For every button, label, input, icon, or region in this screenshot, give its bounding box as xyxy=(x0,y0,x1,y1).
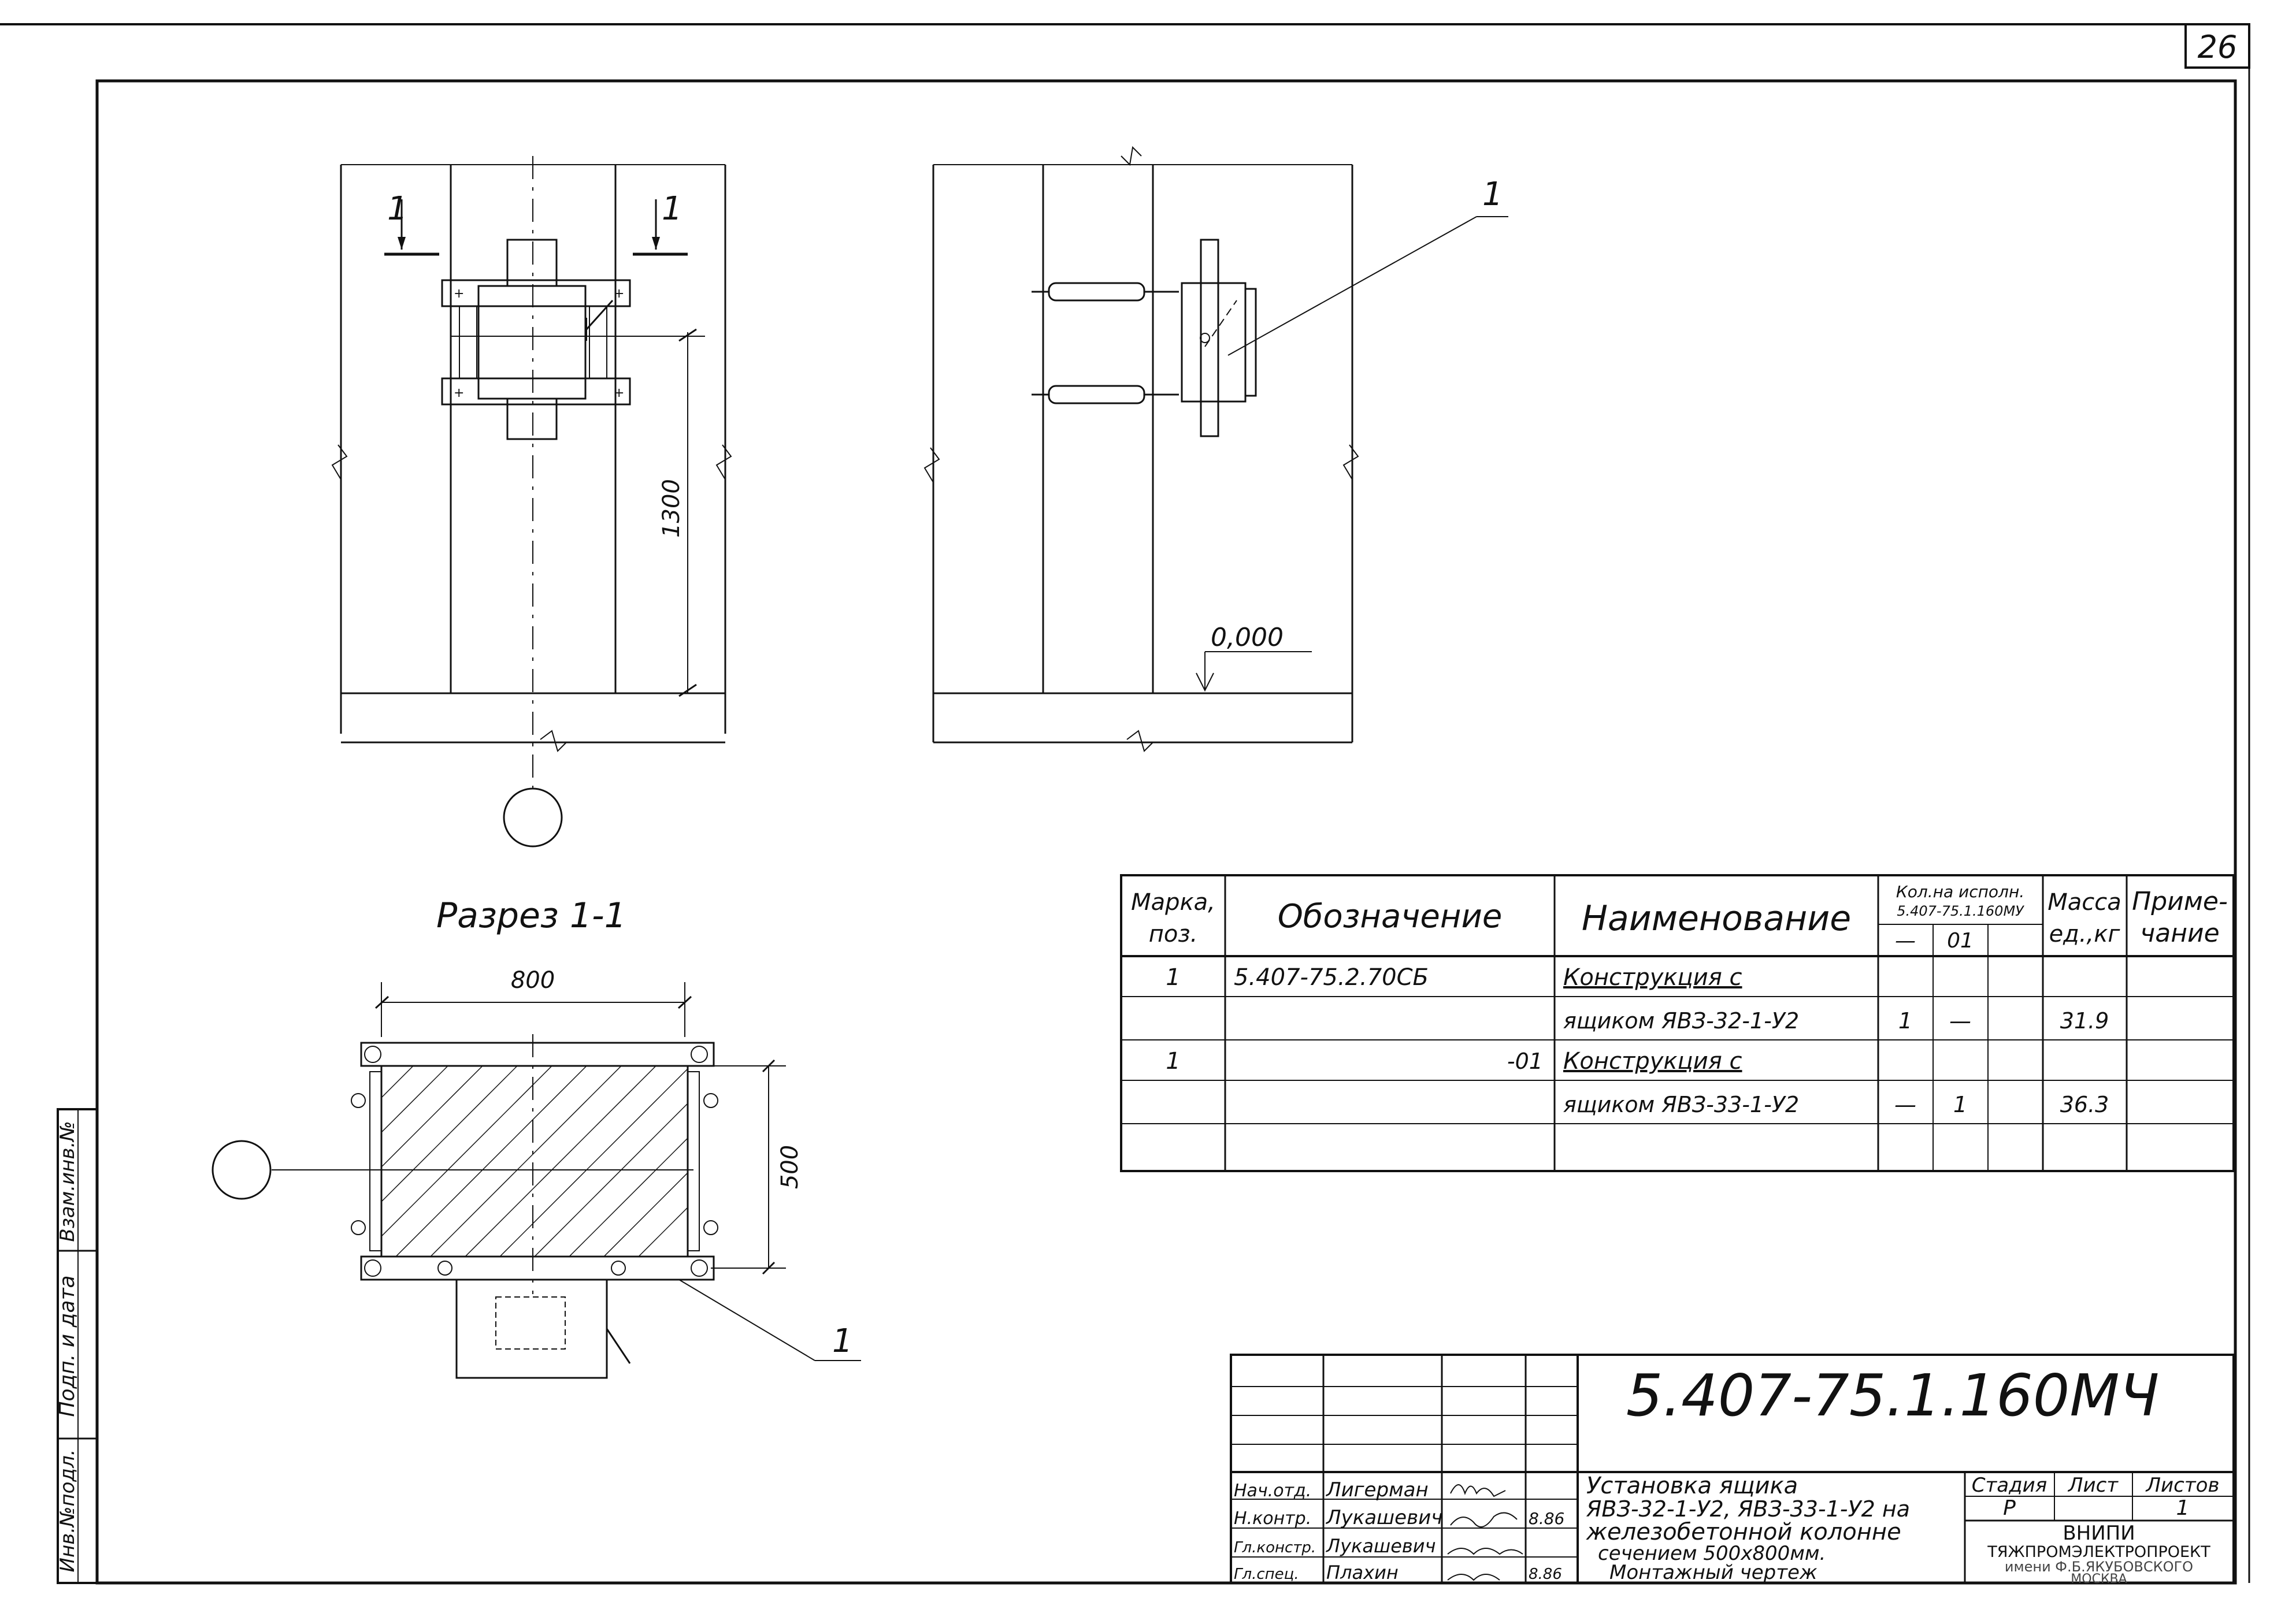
row-1-mark: 1 xyxy=(1166,964,1180,991)
section-title: Разрез 1-1 xyxy=(436,895,626,936)
side-stamp: Взам.инв.№ Подп. и дата Инв.№подл. xyxy=(55,1108,98,1584)
sig-date-2: 8.86 xyxy=(1529,1509,1564,1528)
sheet-header: Лист xyxy=(2067,1474,2119,1497)
signature-graphic xyxy=(1450,1512,1518,1527)
sig-name-3: Лукашевич xyxy=(1326,1535,1436,1557)
hdr-mass-2: ед.,кг xyxy=(2049,921,2121,947)
row-4-name: ящиком ЯВЗ-33-1-У2 xyxy=(1563,1092,1799,1117)
row-2-name: ящиком ЯВЗ-32-1-У2 xyxy=(1563,1008,1799,1034)
sheets-value: 1 xyxy=(2176,1496,2190,1520)
drawing-frame xyxy=(95,79,2237,1585)
hdr-designation: Обозначение xyxy=(1278,898,1503,935)
row-1-name: Конструкция с xyxy=(1563,964,1742,991)
org-line-1: ВНИПИ xyxy=(2063,1522,2135,1545)
title-line-1: Установка ящика xyxy=(1586,1473,1798,1499)
row-3-name: Конструкция с xyxy=(1563,1048,1742,1075)
cut-mark-left: 1 xyxy=(387,190,408,228)
hdr-qty-col-1: — xyxy=(1895,929,1916,953)
row-4-q2: 1 xyxy=(1953,1092,1967,1117)
signature-graphic xyxy=(1447,1548,1523,1555)
hdr-note-2: чание xyxy=(2140,919,2219,948)
callout-elevation: 1 xyxy=(1482,176,1503,213)
sheet-number: 26 xyxy=(2198,29,2238,65)
org-line-4: МОСКВА xyxy=(2071,1572,2127,1586)
row-2-q1: 1 xyxy=(1898,1008,1912,1034)
row-2-q2: — xyxy=(1949,1008,1971,1034)
title-line-3: железобетонной колонне xyxy=(1586,1519,1901,1545)
side-elevation-view: 1 0,000 xyxy=(923,146,1508,752)
hdr-name: Наименование xyxy=(1582,898,1851,939)
row-3-mark: 1 xyxy=(1166,1048,1180,1075)
level-mark: 0,000 xyxy=(1211,623,1284,652)
hdr-qty-2: 5.407-75.1.160МУ xyxy=(1897,903,2024,919)
doc-code: 5.407-75.1.160МЧ xyxy=(1626,1362,2160,1429)
dim-1300: 1300 xyxy=(658,479,685,538)
section-1-1-view: 800 xyxy=(212,967,861,1379)
sig-name-2: Лукашевич xyxy=(1325,1506,1442,1529)
svg-text:+: + xyxy=(454,287,464,301)
sig-name-1: Лигерман xyxy=(1325,1478,1429,1501)
sheet-number-box xyxy=(2184,23,2250,69)
row-1-designation: 5.407-75.2.70СБ xyxy=(1234,964,1429,991)
sig-role-3: Гл.констр. xyxy=(1234,1539,1316,1556)
stamp-label-2: Подп. и дата xyxy=(55,1275,79,1417)
hdr-qty-1: Кол.на исполн. xyxy=(1896,882,2024,901)
dim-800: 800 xyxy=(511,967,555,994)
row-3-designation: -01 xyxy=(1507,1049,1543,1074)
title-line-4: сечением 500х800мм. xyxy=(1598,1542,1826,1565)
stage-value: Р xyxy=(2003,1496,2016,1520)
svg-text:+: + xyxy=(614,287,624,301)
signature-graphic xyxy=(1450,1484,1506,1497)
title-line-5: Монтажный чертеж xyxy=(1609,1561,1817,1584)
org-line-2: ТЯЖПРОМЭЛЕКТРОПРОЕКТ xyxy=(1987,1543,2210,1561)
sig-date-4: 8.86 xyxy=(1529,1566,1562,1583)
specification-table: Марка, поз. Обозначение Наименование Кол… xyxy=(1120,874,2235,1172)
hdr-note-1: Приме- xyxy=(2132,887,2228,916)
sig-name-4: Плахин xyxy=(1326,1562,1399,1584)
svg-text:+: + xyxy=(454,386,464,400)
sig-role-2: Н.контр. xyxy=(1234,1508,1311,1529)
callout-section: 1 xyxy=(832,1322,853,1360)
hdr-qty-col-2: 01 xyxy=(1947,929,1974,953)
row-4-mass: 36.3 xyxy=(2060,1092,2109,1117)
hdr-mark-2: поз. xyxy=(1149,921,1198,947)
sig-role-4: Гл.спец. xyxy=(1234,1566,1299,1583)
stamp-label-1: Взам.инв.№ xyxy=(56,1121,79,1242)
stamp-label-3: Инв.№подл. xyxy=(56,1450,79,1573)
row-4-q1: — xyxy=(1894,1092,1916,1117)
dim-500: 500 xyxy=(777,1145,803,1189)
hdr-mark-1: Марка, xyxy=(1131,889,1215,916)
svg-text:+: + xyxy=(614,386,624,400)
title-block: 5.407-75.1.160МЧ Установка ящика ЯВЗ-32-… xyxy=(1230,1354,2235,1586)
cut-mark-right: 1 xyxy=(662,190,683,228)
hdr-mass-1: Масса xyxy=(2048,889,2121,916)
front-elevation-view: + + + + 1300 1 1 xyxy=(331,156,732,848)
sig-role-1: Нач.отд. xyxy=(1234,1481,1311,1501)
stage-header: Стадия xyxy=(1972,1474,2047,1497)
title-line-2: ЯВЗ-32-1-У2, ЯВЗ-33-1-У2 на xyxy=(1586,1496,1910,1522)
sheets-header: Листов xyxy=(2145,1474,2219,1497)
row-2-mass: 31.9 xyxy=(2060,1008,2109,1034)
signature-graphic xyxy=(1447,1574,1500,1581)
org-line-3: имени Ф.Б.ЯКУБОВСКОГО xyxy=(2005,1559,2193,1575)
